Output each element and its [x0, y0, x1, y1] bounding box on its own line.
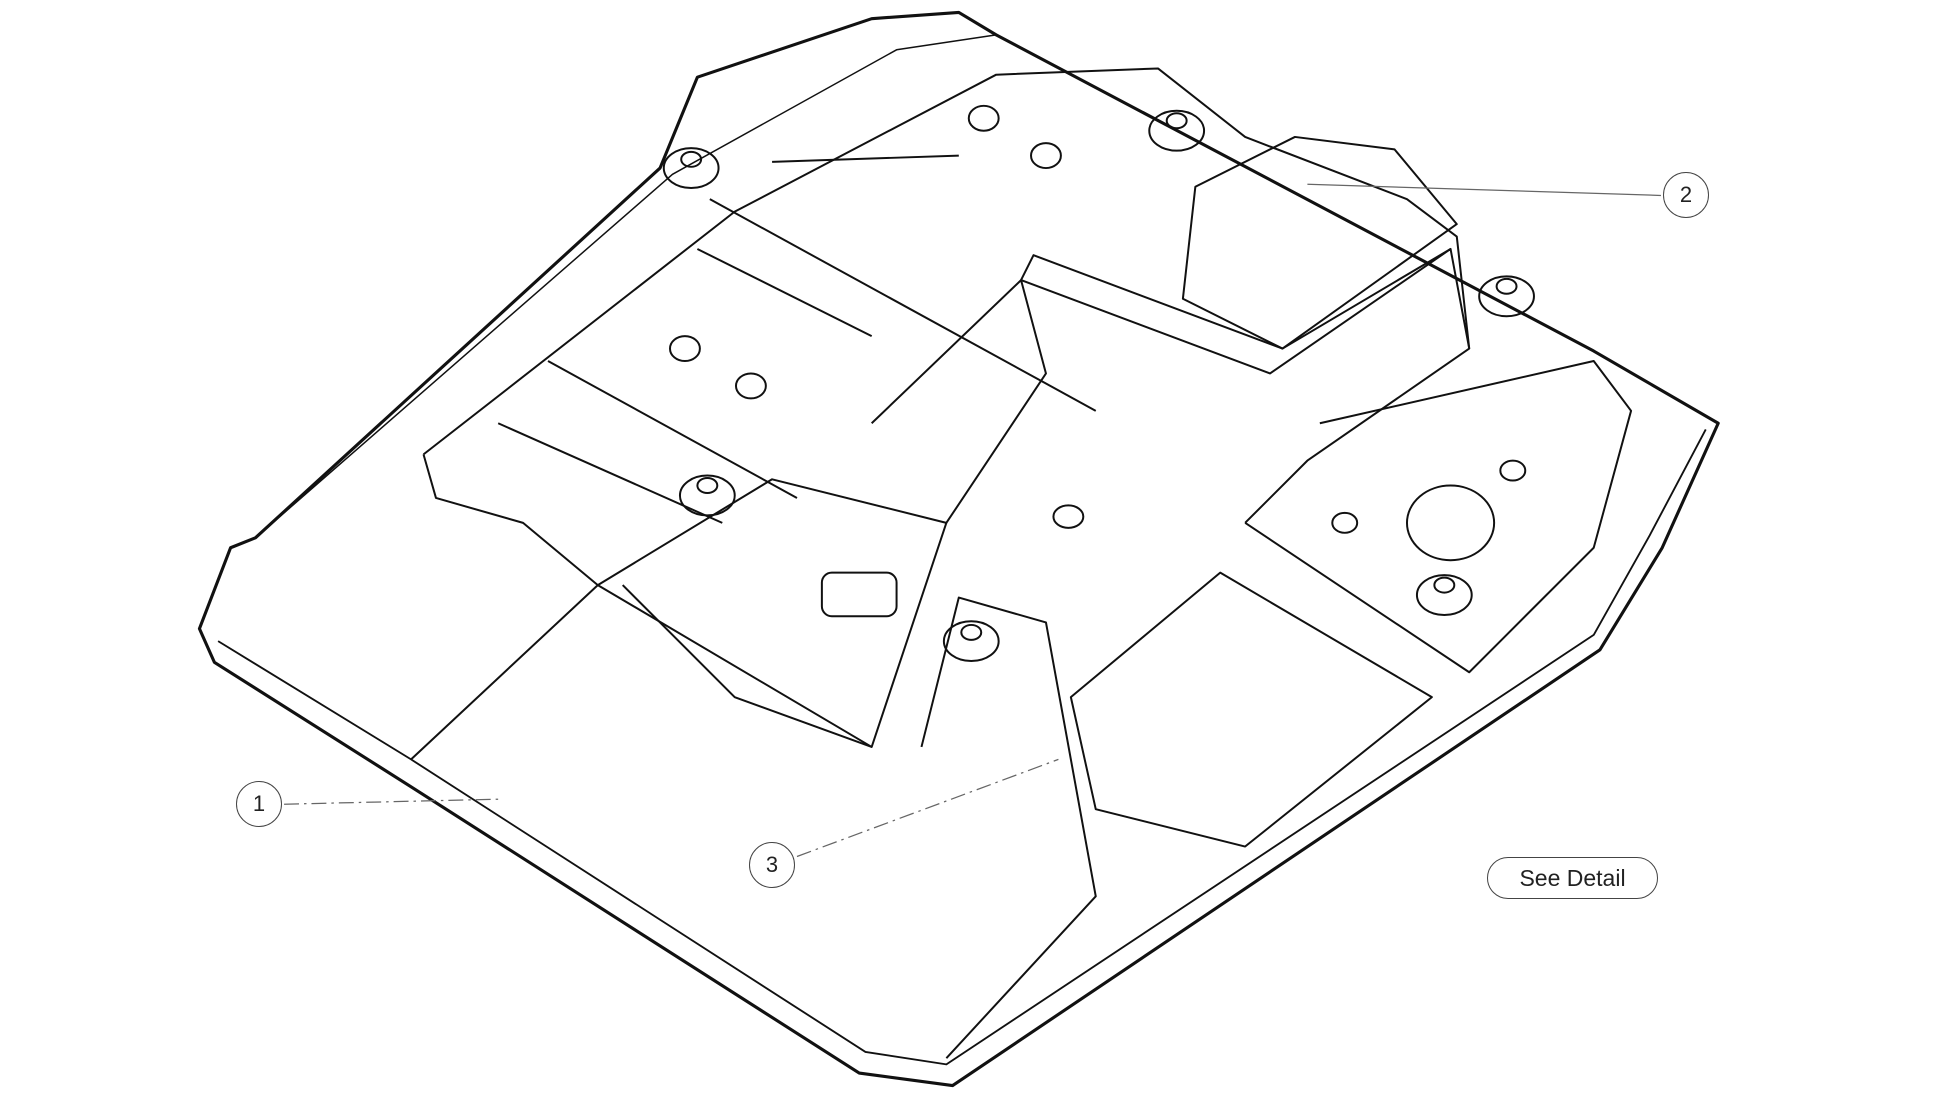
see-detail-button[interactable]: See Detail — [1487, 857, 1658, 899]
posts — [662, 104, 1535, 663]
callout-1[interactable]: 1 — [236, 781, 282, 827]
leader-lines — [284, 183, 1661, 858]
callout-2[interactable]: 2 — [1663, 172, 1709, 218]
callout-3[interactable]: 3 — [749, 842, 795, 888]
tray-outline — [197, 10, 1720, 1088]
inner-walls — [410, 67, 1633, 1059]
